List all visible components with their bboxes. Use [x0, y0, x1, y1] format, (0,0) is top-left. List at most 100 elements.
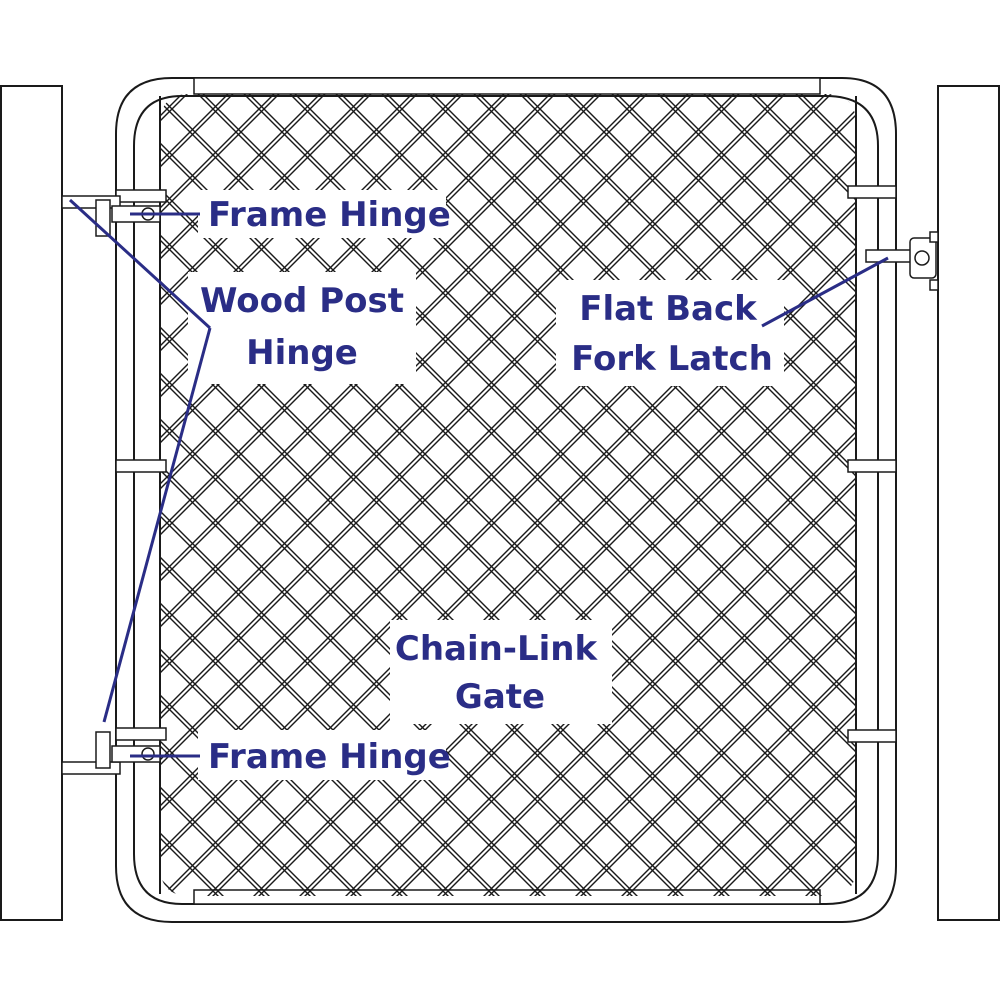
mesh-wire [160, 94, 856, 896]
gate-bottom-rail [193, 889, 821, 905]
mesh-wire [660, 94, 856, 896]
mesh-wire [430, 94, 856, 896]
frame-hinge-bottom-label: Frame Hinge [208, 737, 451, 777]
mesh-wire [160, 94, 856, 896]
left-wood-post [0, 85, 63, 921]
mesh-wire [160, 94, 374, 896]
mesh-wire [476, 94, 856, 896]
tension-bands [115, 185, 897, 743]
mesh-wire [384, 94, 856, 896]
mesh-wire [160, 94, 420, 896]
mesh-wire [160, 94, 553, 896]
mesh-wire [160, 94, 856, 896]
mesh-wire [160, 94, 650, 896]
bottom-hinge-assembly [61, 731, 161, 775]
mesh-wire [160, 94, 856, 896]
mesh-wire [655, 94, 856, 896]
mesh-wire [563, 94, 856, 896]
mesh-wire [160, 94, 834, 896]
mesh-wire [160, 94, 788, 896]
mesh-wire [430, 94, 856, 896]
right-wood-post [937, 85, 1000, 921]
mesh-wire [160, 94, 369, 896]
mesh-wire [160, 94, 415, 896]
mesh-wire [160, 94, 737, 896]
mesh-wire [614, 94, 856, 896]
mesh-wire [425, 94, 856, 896]
mesh-wire [160, 94, 742, 896]
wood-post-hinge-label-line1: Wood Post [200, 281, 404, 321]
mesh-wire [160, 94, 369, 896]
mesh-wire [241, 94, 856, 896]
mesh-wire [517, 94, 856, 896]
mesh-wire [160, 94, 691, 896]
mesh-wire [160, 94, 604, 896]
mesh-wire [563, 94, 856, 896]
mesh-wire [287, 94, 856, 896]
mesh-wire [160, 94, 599, 896]
mesh-wire [160, 94, 696, 896]
mesh-wire [522, 94, 856, 896]
mesh-wire [160, 94, 558, 896]
gate-top-rail [193, 77, 821, 95]
mesh-wire [160, 94, 856, 896]
mesh-wire [333, 94, 856, 896]
mesh-wire [160, 94, 507, 896]
mesh-wire [160, 94, 829, 896]
mesh-wire [160, 94, 558, 896]
mesh-wire [160, 94, 856, 896]
mesh-wire [568, 94, 856, 896]
mesh-wire [200, 94, 856, 896]
fork-latch-assembly [865, 231, 939, 291]
label-backgrounds [188, 190, 784, 780]
mesh-wire [379, 94, 856, 896]
mesh-wire [522, 94, 856, 896]
leader-lines [68, 198, 889, 758]
mesh-wire [160, 94, 645, 896]
mesh-wire [425, 94, 856, 896]
mesh-wire [160, 94, 650, 896]
mesh-wire [160, 94, 856, 896]
gate-frame-inner [133, 95, 879, 905]
mesh-wire [160, 94, 512, 896]
mesh-wire [160, 94, 420, 896]
mesh-wire [160, 94, 374, 896]
mesh-wire [660, 94, 856, 896]
mesh-wire [568, 94, 856, 896]
mesh-wire [517, 94, 856, 896]
mesh-wire [160, 94, 604, 896]
mesh-wire [195, 94, 856, 896]
mesh-wire [384, 94, 856, 896]
mesh-wire [160, 94, 415, 896]
mesh-wire [160, 94, 466, 896]
mesh-wire [379, 94, 856, 896]
mesh-wire [160, 94, 512, 896]
mesh-wire [471, 94, 856, 896]
mesh-wire [614, 94, 856, 896]
mesh-wire [160, 94, 461, 896]
mesh-wire [160, 94, 856, 896]
latch-label-line1: Flat Back [579, 289, 758, 329]
mesh-wire [609, 94, 856, 896]
mesh-wire [160, 94, 783, 896]
mesh-wire [160, 94, 856, 896]
mesh-wire [338, 94, 856, 896]
mesh-wire [292, 94, 856, 896]
mesh-wire [160, 94, 507, 896]
mesh-wire [246, 94, 856, 896]
mesh-wire [609, 94, 856, 896]
latch-label-line2: Fork Latch [571, 339, 773, 379]
mesh-wire [655, 94, 856, 896]
mesh-wire [160, 94, 856, 896]
mesh-wire [160, 94, 856, 896]
gate-label-line1: Chain-Link [395, 629, 599, 669]
wood-post-hinge-label-line2: Hinge [246, 333, 358, 373]
mesh-wire [160, 94, 856, 896]
mesh-wire [471, 94, 856, 896]
gate-label-line2: Gate [455, 677, 545, 717]
frame-hinge-top-label: Frame Hinge [208, 195, 451, 235]
mesh-wire [160, 94, 553, 896]
mesh-wire [160, 94, 466, 896]
mesh-wire [160, 94, 856, 896]
